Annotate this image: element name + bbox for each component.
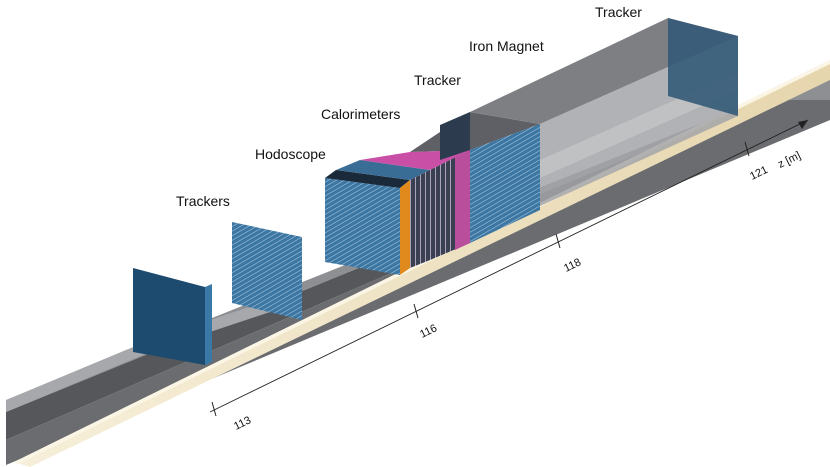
tick-113 — [211, 401, 217, 417]
calorimeter-pink-band — [455, 150, 470, 250]
hodoscope-orange — [400, 180, 410, 275]
hodoscope-front — [325, 178, 400, 275]
tracker-plane-2 — [232, 222, 302, 320]
tracker-plane-1-edge — [205, 284, 212, 365]
tick-121 — [744, 141, 750, 157]
z-axis-line — [209, 119, 809, 413]
tracker-end-face — [668, 18, 738, 116]
tracker-plane-1 — [133, 268, 205, 365]
label-tracker-mid: Tracker — [414, 72, 461, 88]
tick-116 — [413, 303, 419, 319]
label-trackers: Trackers — [176, 193, 230, 209]
hodoscope-top — [325, 170, 410, 188]
label-iron-magnet: Iron Magnet — [469, 38, 544, 54]
label-tracker-end: Tracker — [595, 4, 642, 20]
hodoscope-back-plate — [336, 160, 430, 180]
label-hodoscope: Hodoscope — [255, 146, 326, 162]
label-calorimeters: Calorimeters — [321, 106, 401, 122]
tracker-mid-front — [470, 124, 540, 243]
tracker-mid-back — [440, 112, 470, 160]
tick-118 — [555, 233, 561, 249]
z-axis-arrow — [798, 120, 808, 129]
